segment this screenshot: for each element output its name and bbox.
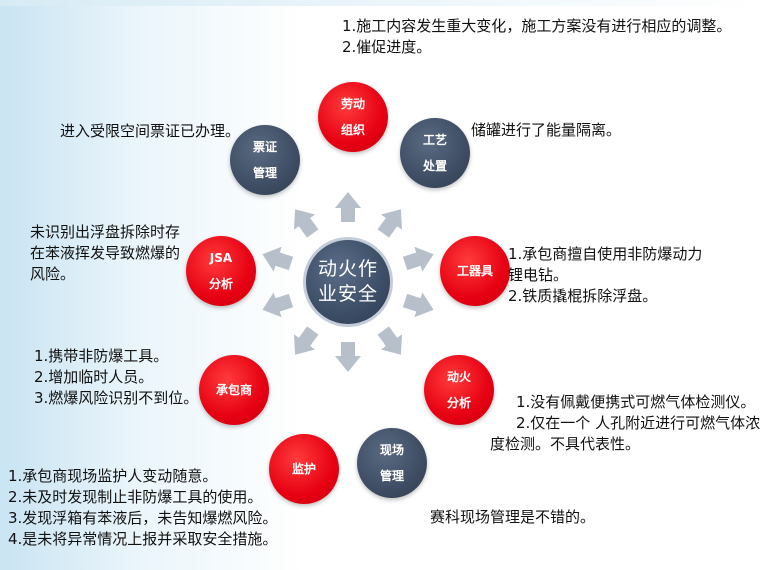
node-site-management: 现场 管理 xyxy=(357,428,427,498)
node-jsa: JSA 分析 xyxy=(186,236,256,306)
node-site-line1: 现场 xyxy=(379,443,404,457)
note-contractor: 1.携带非防爆工具。 2.增加临时人员。 3.燃爆风险识别不到位。 xyxy=(34,346,198,409)
radial-arrow xyxy=(335,192,361,222)
radial-arrow xyxy=(262,292,294,318)
radial-arrow xyxy=(262,246,294,272)
center-label-2: 业安全 xyxy=(317,283,378,305)
note-monitor-2: 2.未及时发现制止非防爆工具的使用。 xyxy=(8,488,263,506)
node-labor-line2: 组织 xyxy=(340,123,365,137)
radial-arrow xyxy=(377,209,403,238)
note-contractor-1: 1.携带非防爆工具。 xyxy=(34,347,169,365)
note-contractor-2: 2.增加临时人员。 xyxy=(34,368,154,386)
node-jsa-line1: JSA xyxy=(209,251,233,265)
note-monitor-1: 1.承包商现场监护人变动随意。 xyxy=(8,467,218,485)
note-tools-1: 1.承包商擅自使用非防爆动力 xyxy=(508,245,703,263)
node-contractor: 承包商 xyxy=(199,355,269,425)
note-monitor-3: 3.发现浮箱有苯液后，未告知爆燃风险。 xyxy=(8,509,278,527)
note-process-1: 储罐进行了能量隔离。 xyxy=(471,121,622,139)
node-process-line1: 工艺 xyxy=(422,133,447,147)
node-labor-line1: 劳动 xyxy=(340,97,365,111)
note-labor-1: 1.施工内容发生重大变化，施工方案没有进行相应的调整。 xyxy=(342,17,732,35)
node-jsa-line2: 分析 xyxy=(208,277,233,291)
blank-patch xyxy=(650,540,760,570)
note-contractor-3: 3.燃爆风险识别不到位。 xyxy=(34,389,199,407)
node-monitor: 监护 xyxy=(269,434,339,504)
note-site-1: 赛科现场管理是不错的。 xyxy=(430,508,596,526)
note-jsa-1: 未识别出浮盘拆除时存 xyxy=(30,223,181,241)
note-process: 储罐进行了能量隔离。 xyxy=(471,120,621,141)
node-fire-analysis: 动火 分析 xyxy=(424,355,494,425)
node-labor-organization: 劳动 组织 xyxy=(318,82,388,152)
note-fire-analysis: 1.没有佩戴便携式可燃气体检测仪。 2.仅在一个 人孔附近进行可燃气体浓 度检测… xyxy=(490,392,760,455)
node-fire-analysis-line1: 动火 xyxy=(446,370,471,384)
note-tools-2: 锂电钻。 xyxy=(508,266,569,284)
node-tools-line1: 工器具 xyxy=(456,264,493,278)
node-process-line2: 处置 xyxy=(422,159,447,173)
radial-arrow xyxy=(335,342,361,372)
note-monitor-4: 4.是未将异常情况上报并采取安全措施。 xyxy=(8,530,278,548)
note-jsa: 未识别出浮盘拆除时存 在苯液挥发导致燃爆的 风险。 xyxy=(30,222,180,285)
note-monitor: 1.承包商现场监护人变动随意。 2.未及时发现制止非防爆工具的使用。 3.发现浮… xyxy=(8,466,277,550)
node-permit-line1: 票证 xyxy=(252,140,277,154)
node-permit-line2: 管理 xyxy=(252,166,277,180)
note-tools: 1.承包商擅自使用非防爆动力 锂电钻。 2.铁质撬棍拆除浮盘。 xyxy=(508,244,702,307)
node-monitor-line1: 监护 xyxy=(291,462,316,476)
note-fire-analysis-1: 1.没有佩戴便携式可燃气体检测仪。 xyxy=(516,393,756,411)
node-fire-analysis-line2: 分析 xyxy=(446,396,471,410)
radial-arrow xyxy=(402,292,434,318)
node-site-line2: 管理 xyxy=(379,469,404,483)
note-jsa-3: 风险。 xyxy=(30,265,76,283)
node-tools: 工器具 xyxy=(440,236,510,306)
note-permit-1: 进入受限空间票证已办理。 xyxy=(60,122,241,140)
note-labor: 1.施工内容发生重大变化，施工方案没有进行相应的调整。 2.催促进度。 xyxy=(342,16,731,58)
note-tools-3: 2.铁质撬棍拆除浮盘。 xyxy=(508,287,658,305)
radial-arrow xyxy=(402,246,434,272)
radial-arrow xyxy=(293,209,319,238)
top-band xyxy=(0,0,760,6)
note-fire-analysis-2: 2.仅在一个 人孔附近进行可燃气体浓 xyxy=(516,414,760,432)
note-site: 赛科现场管理是不错的。 xyxy=(430,507,595,528)
note-fire-analysis-3: 度检测。不具代表性。 xyxy=(490,435,641,453)
note-labor-2: 2.催促进度。 xyxy=(342,38,432,56)
center-label-1: 动火作 xyxy=(317,258,378,280)
note-permit: 进入受限空间票证已办理。 xyxy=(60,121,240,142)
node-contractor-line1: 承包商 xyxy=(215,383,252,397)
node-process: 工艺 处置 xyxy=(400,118,470,188)
note-jsa-2: 在苯液挥发导致燃爆的 xyxy=(30,244,181,262)
center-hub: 动火作 业安全 xyxy=(303,237,393,327)
node-permit: 票证 管理 xyxy=(230,125,300,195)
radial-arrow xyxy=(293,326,319,355)
radial-arrow xyxy=(377,326,403,355)
